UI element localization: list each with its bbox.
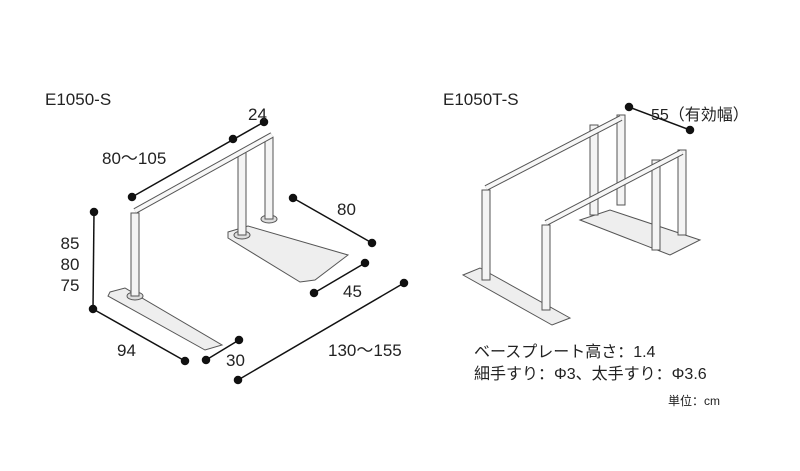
left-handrail-drawing [107,132,350,351]
dim-rail-offset: 24 [248,105,267,124]
dim-height-high: 85 [60,234,80,253]
base-plate-front [107,287,224,351]
post [130,212,140,297]
note-unit: 単位：cm [668,394,720,408]
dim-effective-width: 55（有効幅） [651,107,749,124]
dim-overall-length: 130～155 [328,341,402,360]
post [264,136,274,220]
right-handrail-drawing [461,114,702,326]
post [237,151,247,236]
dim-base-length: 94 [117,341,136,360]
base-plate-back [227,225,350,283]
dim-height-low: 75 [60,276,80,295]
right-dimension-lines [624,102,695,135]
note-rails: 細手すり：Φ3、太手すり：Φ3.6 [474,366,707,383]
dim-height-mid: 80 [60,255,80,274]
dim-gap: 45 [343,282,362,301]
model-label-right: E1050T-S [443,90,519,109]
note-base-plate: ベースプレート高さ：1.4 [474,344,656,361]
dim-depth: 80 [337,200,356,219]
dim-rail-length: 80～105 [102,149,167,168]
left-dimension-lines [88,117,409,385]
dim-base-width: 30 [226,351,245,370]
model-label-left: E1050-S [45,90,112,109]
